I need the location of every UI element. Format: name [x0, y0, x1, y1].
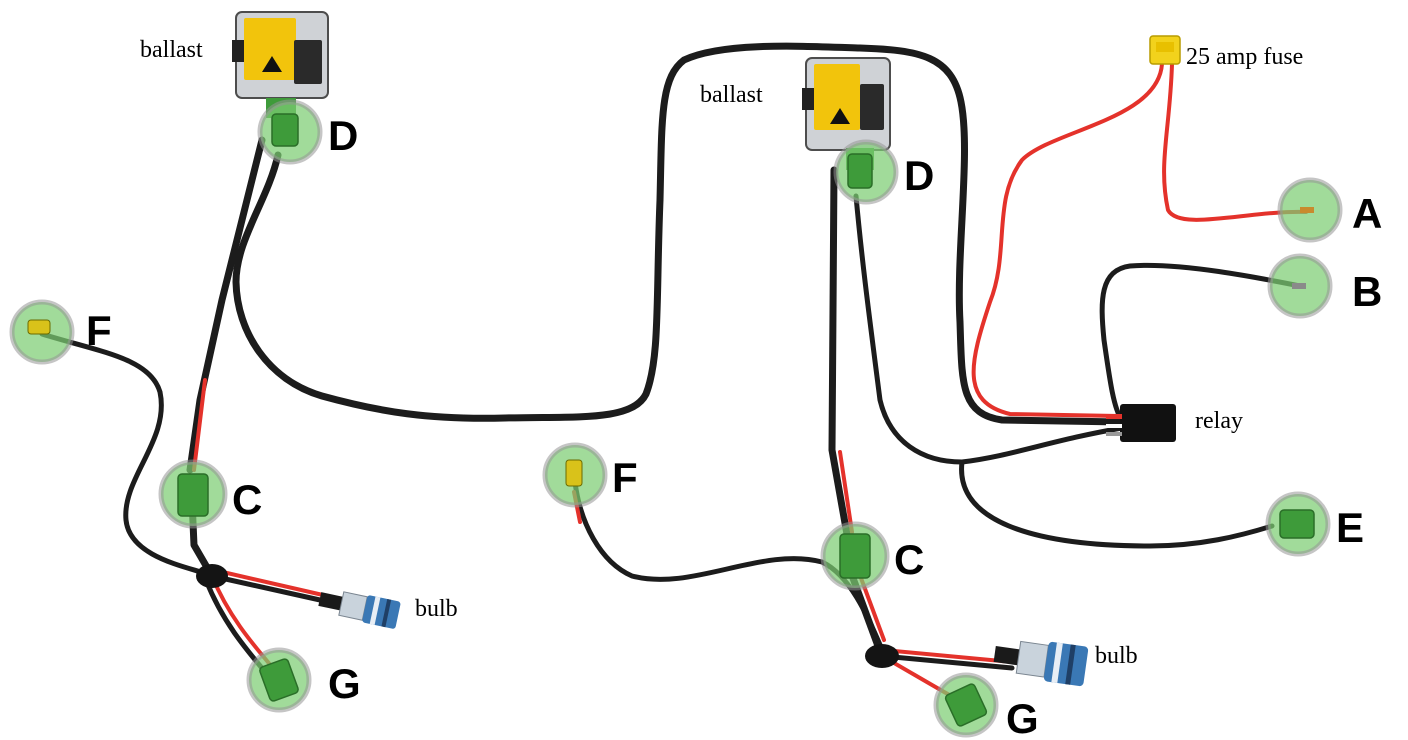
connector-d-left-plug: [271, 113, 299, 147]
left-bulb-label: bulb: [415, 596, 458, 622]
right-splitter-knot: [865, 644, 899, 668]
right-ballast-label: ballast: [700, 82, 763, 108]
connector-d-right-label: D: [904, 152, 934, 199]
connector-c-right-label: C: [894, 536, 924, 583]
left-ballast-label: ballast: [140, 37, 203, 63]
left-splitter-to-bulb-wire: [209, 573, 341, 607]
right-bulb-label: bulb: [1095, 643, 1138, 669]
b-wire: [1099, 262, 1303, 423]
connector-d-left-label: D: [328, 112, 358, 159]
warning-triangle-icon: [830, 108, 850, 124]
right-red-wire-segment: [838, 450, 854, 534]
connector-a-terminal: [1300, 207, 1314, 213]
left-ballast-output-wire: [186, 136, 266, 474]
right-splitter-to-bulb-red: [882, 648, 1014, 664]
connector-g-right-label: G: [1006, 695, 1039, 740]
connector-b-label: B: [1352, 268, 1382, 315]
connector-g-left-plug: [259, 658, 299, 702]
right-ballast-output-wire: [828, 166, 852, 544]
relay-label: relay: [1195, 408, 1243, 434]
right-ballast-trigger-wire: [853, 193, 1125, 465]
connector-g-left-label: G: [328, 660, 361, 707]
right-f-wire: [572, 479, 887, 657]
wires: [39, 42, 1308, 704]
connector-b-terminal: [1292, 283, 1306, 289]
fuse-label: 25 amp fuse: [1186, 44, 1303, 70]
connector-d-right-plug: [847, 153, 873, 189]
left-splitter-to-bulb-red: [212, 568, 338, 600]
fuse-to-a-power-wire: [1162, 62, 1308, 222]
connector-e-plug: [1279, 509, 1315, 539]
warning-triangle-icon: [262, 56, 282, 72]
connector-g-right-plug: [944, 683, 988, 727]
left-splitter-knot: [196, 564, 228, 588]
e-wire: [959, 459, 1275, 549]
right-bulb: [993, 640, 1089, 687]
connector-c-left-label: C: [232, 476, 262, 523]
fuse-to-relay-power-wire: [971, 62, 1164, 418]
connector-a-label: A: [1352, 190, 1382, 237]
left-red-wire-segment: [192, 378, 207, 472]
connector-c-left-plug: [177, 473, 209, 517]
connector-f-left-plug: [27, 319, 51, 335]
right-splitter-to-bulb-wire: [879, 653, 1015, 671]
left-f-wire: [39, 331, 215, 579]
connector-f-left-label: F: [86, 307, 112, 354]
connector-c-right-plug: [839, 533, 871, 579]
left-bulb: [318, 591, 401, 629]
connector-f-right-plug: [565, 459, 583, 487]
main-loop-wire: [232, 42, 1126, 426]
connector-f-right-label: F: [612, 454, 638, 501]
connector-e-label: E: [1336, 504, 1364, 551]
relay: [1106, 404, 1176, 442]
fuse: [1149, 35, 1181, 65]
